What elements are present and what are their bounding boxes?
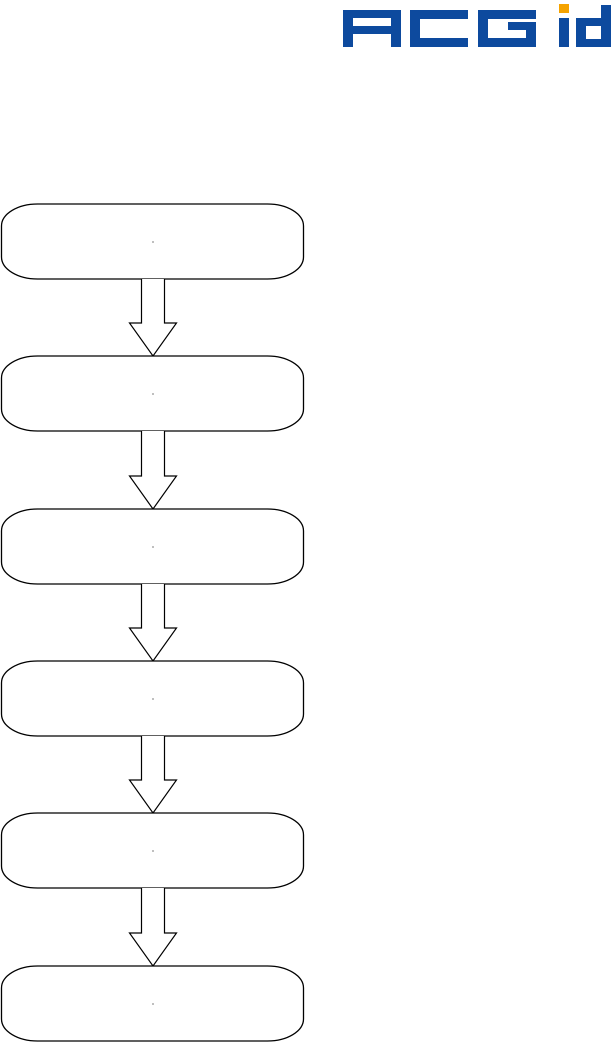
logo-accent-dot	[559, 4, 569, 13]
flow-step-dot	[152, 698, 154, 700]
flow-step-dot	[152, 393, 154, 395]
down-arrow	[128, 584, 178, 663]
acg-id-logo	[343, 4, 611, 47]
down-arrow	[128, 431, 178, 511]
down-arrow	[128, 279, 178, 358]
down-arrow	[128, 888, 178, 968]
flow-step-dot	[152, 546, 154, 548]
flow-step-dot	[152, 241, 154, 243]
flow-step-dot	[152, 850, 154, 852]
flow-step-dot	[152, 1003, 154, 1005]
down-arrow	[128, 736, 178, 815]
